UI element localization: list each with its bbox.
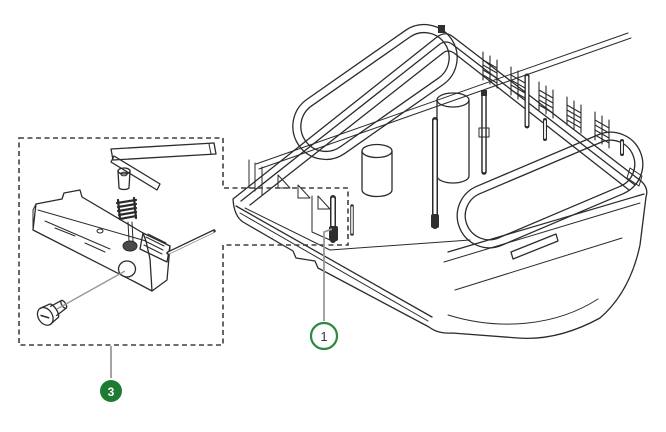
spring-part-drawing — [115, 196, 138, 221]
callout-1-leader-line — [323, 228, 333, 321]
boss-cylinder — [436, 92, 470, 184]
gasket-channel-left — [292, 23, 458, 161]
boss-cylinder — [361, 143, 393, 198]
detail-assembly-drawing — [32, 142, 217, 326]
chassis-drawing — [232, 23, 648, 339]
rim-top-nub — [438, 25, 445, 33]
callout-1-ring[interactable] — [309, 321, 339, 351]
callout-3-label: 3 — [108, 385, 115, 399]
callout-3-badge[interactable]: 3 — [100, 380, 122, 402]
detail-view-box — [18, 137, 349, 346]
bracket-part-drawing — [32, 189, 171, 292]
chassis-outline — [232, 33, 648, 339]
plug-leader-line — [56, 270, 126, 310]
cap-part-drawing — [117, 167, 131, 191]
callout-1-badge[interactable]: 1 — [309, 321, 339, 351]
callout-1-label: 1 — [320, 329, 327, 344]
guide-pin — [431, 117, 439, 229]
strip-part-drawing — [110, 142, 217, 191]
gasket-channel-right — [456, 131, 644, 249]
plug-screw-drawing — [36, 299, 68, 326]
guide-pin — [478, 90, 490, 175]
hinge-pin-drawing — [166, 229, 216, 255]
skirt-recess — [510, 233, 559, 260]
callout-3-circle[interactable] — [100, 380, 122, 402]
